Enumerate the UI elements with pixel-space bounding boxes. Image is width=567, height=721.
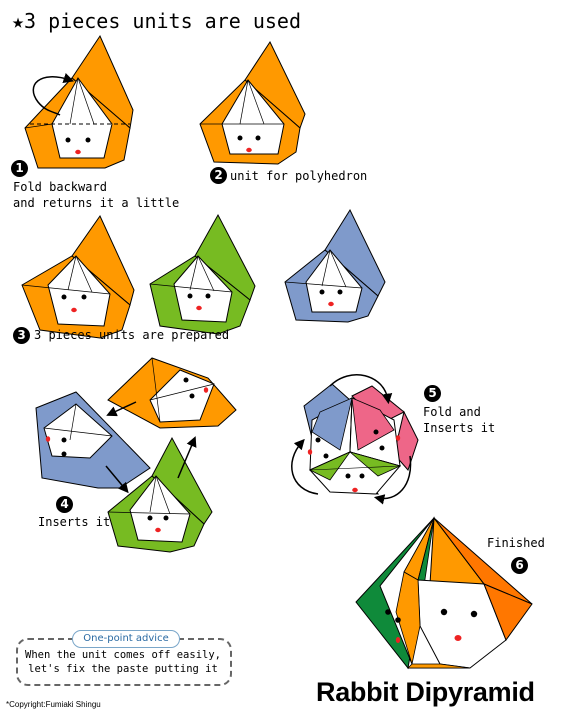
rotate-arrow-icon bbox=[373, 455, 412, 505]
insert-arrow-icon bbox=[106, 401, 137, 417]
copyright: *Copyright:Fumiaki Shingu bbox=[6, 700, 101, 709]
green-unit-face bbox=[129, 475, 191, 543]
blue-unit-face bbox=[43, 403, 113, 459]
diagram-title: Rabbit Dipyramid bbox=[316, 677, 535, 707]
rotate-arrow-icon bbox=[291, 438, 319, 495]
advice-text: When the unit comes off easily, let's fi… bbox=[20, 648, 226, 676]
insert-arrow-icon bbox=[105, 465, 129, 494]
advice-line-1: When the unit comes off easily, bbox=[25, 649, 221, 661]
step2-unit bbox=[199, 40, 306, 165]
step5-assembly bbox=[291, 374, 419, 505]
step-3-badge: 3 bbox=[13, 327, 30, 344]
step-4-caption: Inserts it bbox=[38, 515, 111, 529]
step-6-badge: 6 bbox=[511, 557, 528, 574]
step3-green-unit bbox=[149, 213, 256, 335]
orange-unit-face bbox=[149, 369, 215, 423]
unit-face bbox=[221, 79, 285, 155]
insert-arrow-icon bbox=[177, 436, 197, 479]
step1-unit bbox=[24, 34, 134, 169]
unit-face bbox=[305, 249, 363, 313]
header: ★3 pieces units are used bbox=[12, 8, 301, 34]
step-4-badge: 4 bbox=[56, 496, 73, 513]
step-2-caption: unit for polyhedron bbox=[230, 169, 368, 183]
rotate-arrow-icon bbox=[329, 374, 393, 405]
step4-assembly bbox=[35, 357, 237, 553]
step-1-badge: 1 bbox=[11, 160, 28, 177]
step-5-badge: 5 bbox=[424, 385, 441, 402]
advice-line-2: let's fix the paste putting it bbox=[28, 663, 218, 675]
step-1-caption-line-2: and returns it a little bbox=[13, 196, 180, 210]
step-1-caption-line-1: Fold backward bbox=[13, 180, 107, 194]
header-title: 3 pieces units are used bbox=[24, 9, 301, 33]
star-icon: ★ bbox=[12, 9, 25, 33]
step-5-caption-line-1: Fold and bbox=[423, 405, 481, 419]
step-6-caption: Finished bbox=[487, 536, 545, 550]
step-5-caption-line-2: Inserts it bbox=[423, 421, 496, 435]
finished-dipyramid bbox=[355, 516, 533, 670]
step3-orange-unit bbox=[21, 214, 135, 339]
step3-blue-unit bbox=[284, 208, 386, 323]
step-2-badge: 2 bbox=[210, 167, 227, 184]
step-3-caption: 3 pieces units are prepared bbox=[34, 328, 230, 342]
advice-heading: One-point advice bbox=[72, 630, 180, 648]
fold-backward-arrow-icon bbox=[32, 73, 74, 116]
